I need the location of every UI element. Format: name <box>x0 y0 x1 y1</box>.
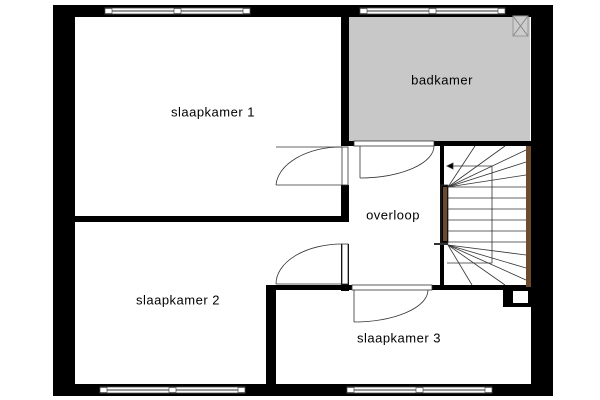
room-label-bedroom3: slaapkamer 3 <box>356 330 442 346</box>
window <box>99 386 246 394</box>
room-label-bedroom1: slaapkamer 1 <box>170 104 256 120</box>
bathroom-floor <box>349 16 530 141</box>
window <box>359 7 506 15</box>
room-label-landing: overloop <box>366 207 420 223</box>
staircase <box>434 145 527 286</box>
room-label-bathroom: badkamer <box>411 72 473 88</box>
door-bedroom1[interactable] <box>275 146 349 186</box>
window <box>346 386 493 394</box>
ventilation-shaft-icon <box>512 15 529 37</box>
door-bathroom[interactable] <box>353 140 435 179</box>
window <box>104 7 251 15</box>
shaft <box>513 291 528 303</box>
door-bedroom3[interactable] <box>351 284 433 323</box>
room-label-bedroom2: slaapkamer 2 <box>135 292 221 308</box>
door-bedroom2[interactable] <box>275 243 349 285</box>
